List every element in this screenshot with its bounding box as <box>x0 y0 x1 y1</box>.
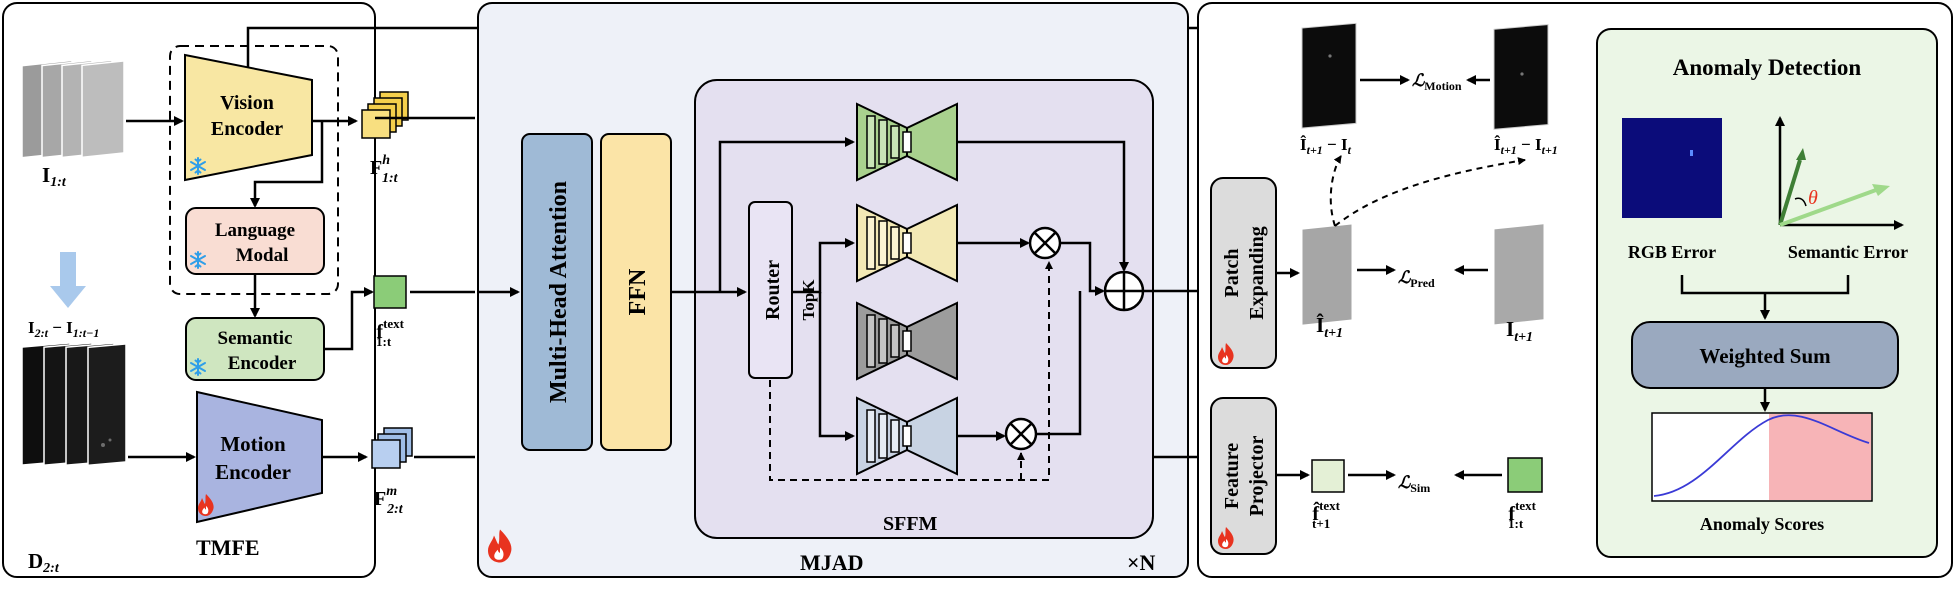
add-icon <box>1103 270 1145 312</box>
ffn-label: FFN <box>625 268 651 315</box>
mjad-title: MJAD <box>800 550 864 575</box>
theta-label: θ <box>1808 187 1818 209</box>
tmfe-title: TMFE <box>196 535 260 560</box>
diff-frames-label: D2:t <box>28 549 60 576</box>
true-text-cube <box>1507 457 1543 493</box>
expert-3 <box>856 301 958 381</box>
sffm-title: SFFM <box>883 513 938 535</box>
weighted-sum-label: Weighted Sum <box>1699 344 1831 368</box>
expert-1 <box>856 102 958 182</box>
loss-motion-label: ℒMotion <box>1412 71 1462 93</box>
pred-diff-label: Ît+1 − It <box>1300 135 1352 157</box>
feature-h-stack <box>361 91 409 139</box>
svg-text:Motion: Motion <box>220 432 286 456</box>
input-frames-stack <box>21 59 125 159</box>
svg-text:Feature: Feature <box>1221 443 1243 509</box>
anomaly-title: Anomaly Detection <box>1673 55 1862 80</box>
sffm-block <box>694 79 1154 539</box>
tmfe-panel: TMFE I1:t I2:t − I1:t−1 D2:t <box>2 2 1252 578</box>
expert-4 <box>856 396 958 476</box>
mha-label: Multi-Head Attention <box>546 181 572 403</box>
loss-pred-label: ℒPred <box>1398 268 1435 290</box>
vision-encoder-block <box>184 53 313 182</box>
input-frames-label: I1:t <box>42 163 67 190</box>
diff-label: I2:t − I1:t−1 <box>28 318 99 340</box>
multiply-icon <box>1028 226 1062 260</box>
svg-text:Encoder: Encoder <box>228 353 297 374</box>
svg-text:Patch: Patch <box>1221 249 1243 298</box>
svg-text:Semantic: Semantic <box>218 328 293 349</box>
pred-diff-image <box>1301 22 1357 129</box>
output-panel: Patch Expanding Feature Projector Ît+1 −… <box>1197 2 1953 578</box>
pred-frame-label: Ît+1 <box>1316 313 1343 341</box>
svg-text:Modal: Modal <box>236 245 289 266</box>
true-diff-label: Ît+1 − It+1 <box>1494 135 1558 157</box>
rgb-error-heatmap <box>1622 118 1722 218</box>
pred-text-cube <box>1311 459 1345 493</box>
feature-text-cube <box>373 275 407 309</box>
rgb-error-label: RGB Error <box>1628 242 1716 262</box>
diff-arrow-shaft <box>60 252 76 288</box>
topk-label: TopK <box>799 279 818 321</box>
true-diff-image <box>1493 24 1549 130</box>
diff-frames-stack <box>21 342 127 467</box>
mha-block <box>521 133 593 451</box>
svg-text:Encoder: Encoder <box>215 460 291 484</box>
feature-m-stack <box>371 427 413 469</box>
svg-text:Language: Language <box>215 220 295 241</box>
motion-encoder-block <box>196 390 323 524</box>
repeat-label: ×N <box>1127 550 1156 575</box>
pred-frame-image <box>1301 223 1353 326</box>
mjad-panel: MJAD ×N Multi-Head Attention FFN SFFM Ro… <box>375 2 1210 578</box>
anomaly-scores-label: Anomaly Scores <box>1700 514 1824 534</box>
router-block <box>748 201 793 379</box>
semantic-error-label: Semantic Error <box>1788 242 1908 262</box>
semantic-error-vectors: θ <box>1775 116 1904 230</box>
anomaly-scores-plot <box>1651 412 1873 502</box>
loss-sim-label: ℒSim <box>1398 473 1430 495</box>
multiply-icon <box>1004 417 1038 451</box>
expert-2 <box>856 203 958 283</box>
svg-text:Projector: Projector <box>1246 436 1268 517</box>
vision-encoder-label-2: Encoder <box>211 118 283 140</box>
vision-encoder-label-1: Vision <box>220 92 274 114</box>
svg-text:Expanding: Expanding <box>1246 226 1268 319</box>
router-label: Router <box>762 260 784 320</box>
true-frame-image <box>1493 223 1545 326</box>
true-frame-label: It+1 <box>1506 317 1533 345</box>
